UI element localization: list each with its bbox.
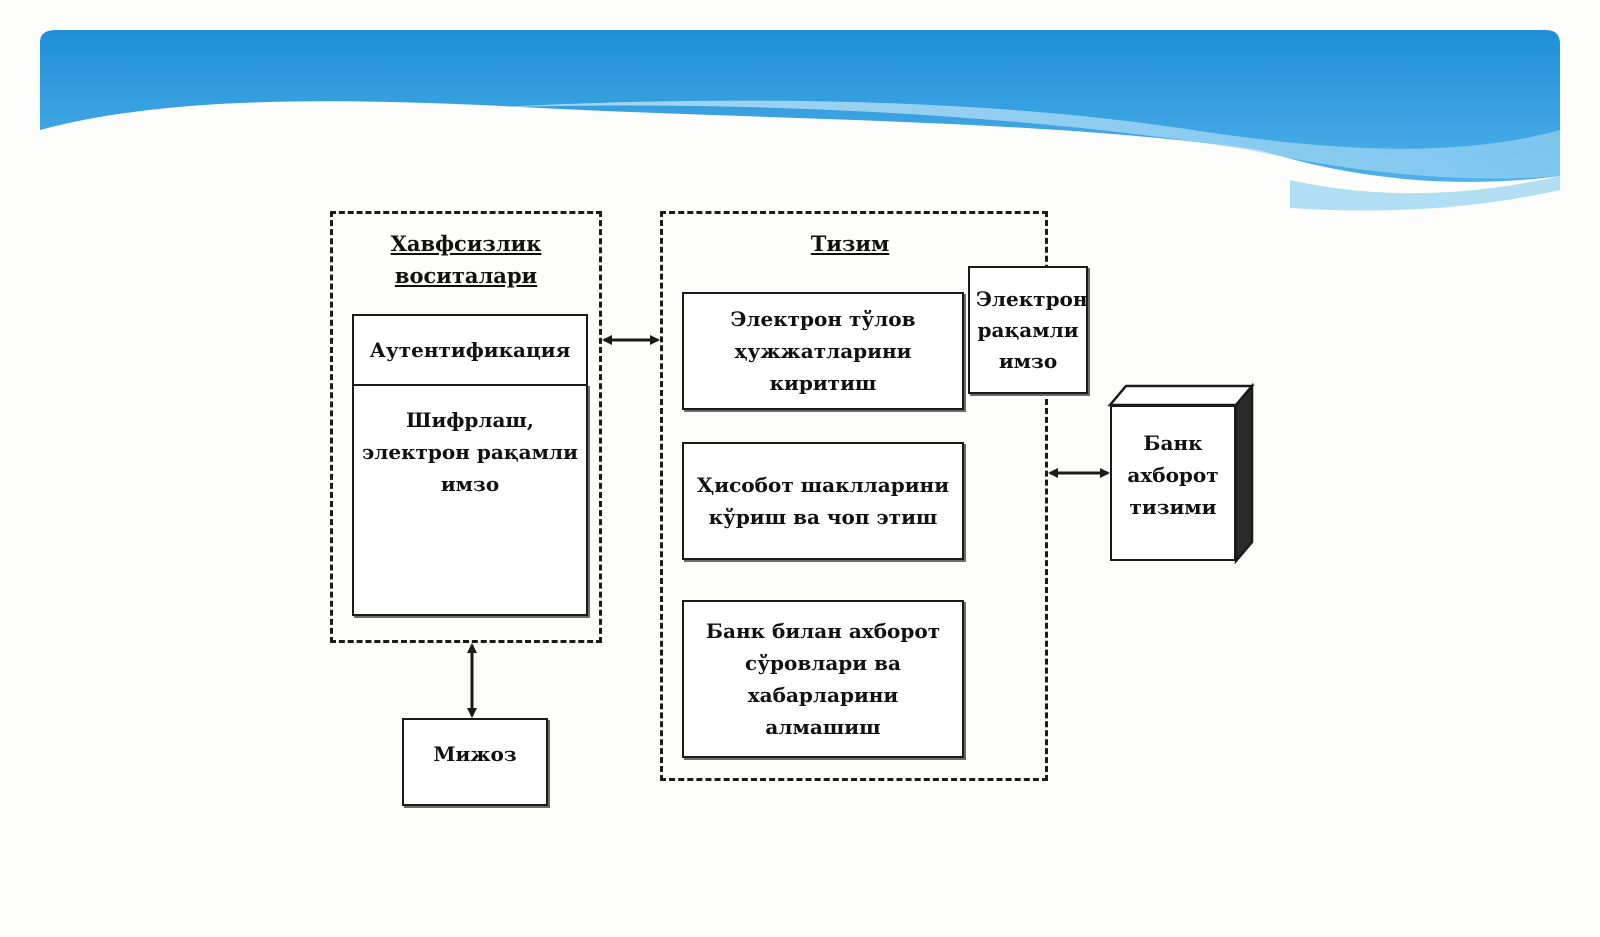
authentication-label: Аутентификация — [369, 338, 571, 362]
bank-exchange-box: Банк билан ахборот сўровлари ва хабарлар… — [682, 600, 964, 758]
bank-system-box: Банк ахборот тизими — [1110, 405, 1236, 561]
banner-lower-band — [1290, 176, 1560, 211]
reports-box: Ҳисобот шаклларини кўриш ва чоп этиш — [682, 442, 964, 560]
encryption-box: Шифрлаш, электрон рақамли имзо — [352, 384, 588, 616]
bank-exchange-label: Банк билан ахборот сўровлари ва хабарлар… — [705, 619, 941, 739]
security-tools-title: Хавфсизлик воситалари — [390, 231, 542, 288]
banner-light-wave — [480, 100, 1560, 179]
client-box: Мижоз — [402, 718, 548, 806]
decorative-wave-banner — [40, 30, 1560, 211]
bank-box-side-face — [1234, 382, 1254, 565]
system-group — [660, 211, 1048, 781]
reports-label: Ҳисобот шаклларини кўриш ва чоп этиш — [696, 473, 950, 529]
client-label: Мижоз — [433, 742, 517, 766]
digital-signature-label: Электрон рақамли имзо — [976, 286, 1088, 373]
encryption-label: Шифрлаш, электрон рақамли имзо — [362, 408, 578, 496]
authentication-box: Аутентификация — [352, 314, 588, 386]
payment-docs-label: Электрон тўлов ҳужжатларини киритиш — [730, 307, 916, 395]
payment-docs-box: Электрон тўлов ҳужжатларини киритиш — [682, 292, 964, 410]
security-tools-group — [330, 211, 602, 643]
digital-signature-box: Электрон рақамли имзо — [968, 266, 1088, 394]
system-title: Тизим — [810, 231, 890, 256]
bank-system-label: Банк ахборот тизими — [1127, 431, 1219, 519]
bank-box-top-face — [1107, 384, 1255, 407]
